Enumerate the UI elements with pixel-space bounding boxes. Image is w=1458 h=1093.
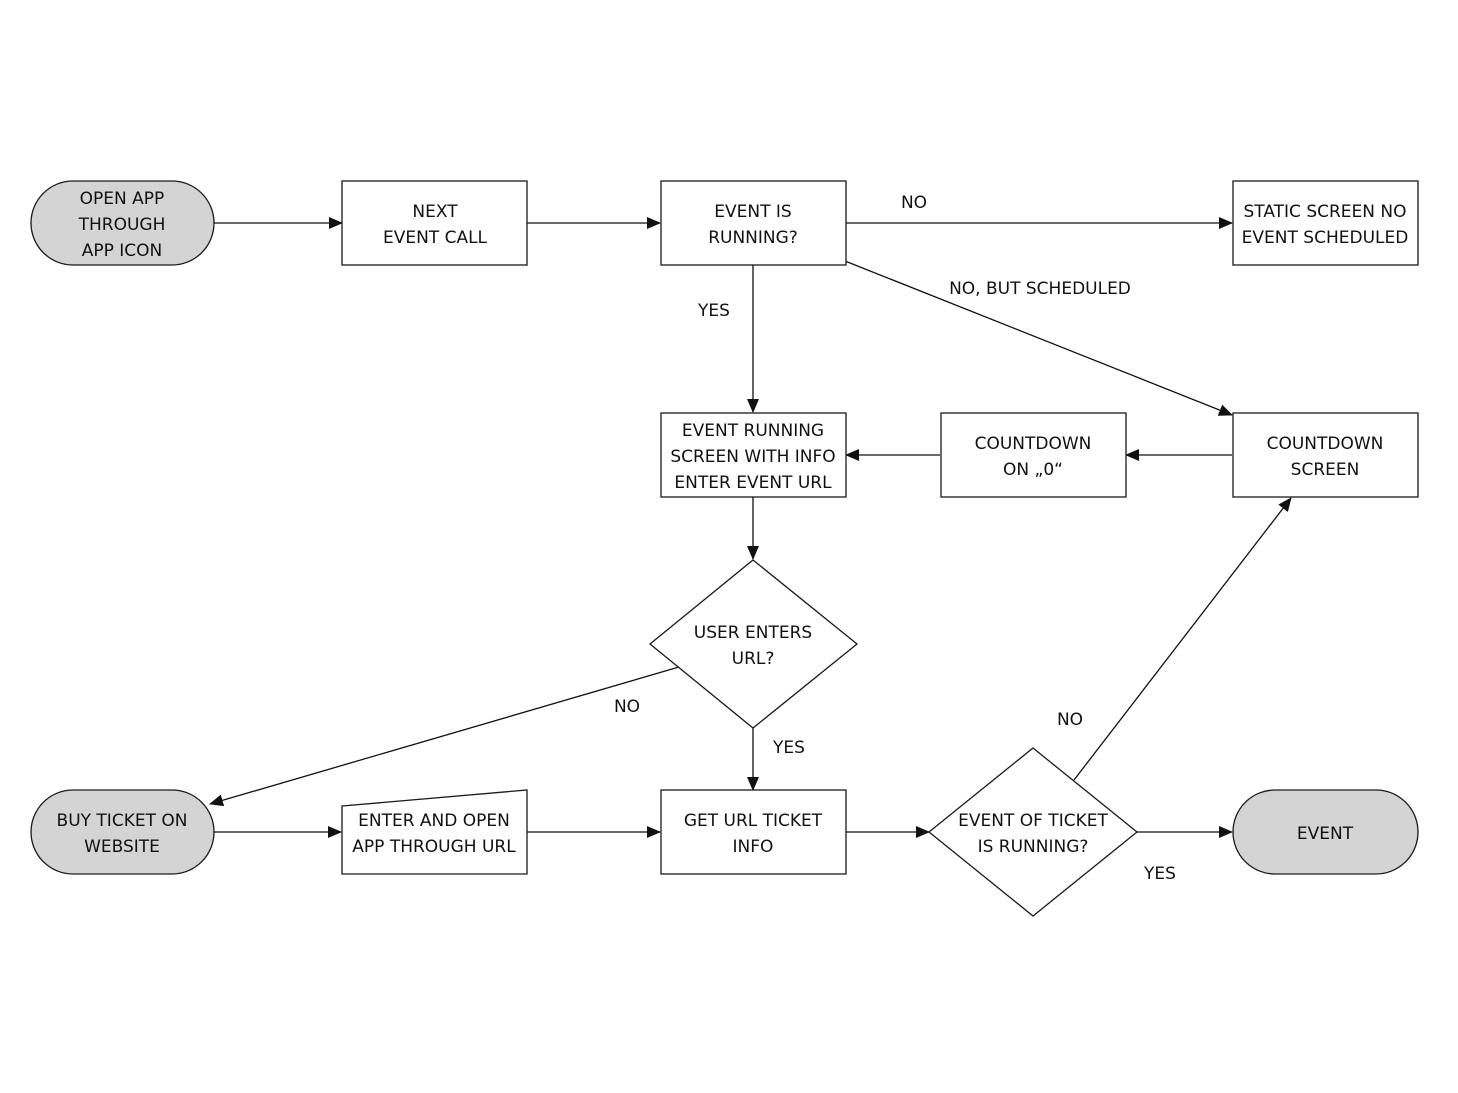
node-event-running-screen-line-3: ENTER EVENT URL xyxy=(674,473,832,493)
process-shape xyxy=(660,180,847,266)
process-shape xyxy=(1232,180,1419,266)
node-event-running-screen-line-2: SCREEN WITH INFO xyxy=(670,447,835,467)
terminal-shape xyxy=(30,180,215,266)
node-buy-ticket: BUY TICKET ON WEBSITE xyxy=(30,789,215,875)
edge-label-no-but-scheduled: NO, BUT SCHEDULED xyxy=(949,279,1131,299)
edge-labels: NO NO, BUT SCHEDULED YES NO YES NO YES xyxy=(614,193,1176,884)
node-get-url-ticket-info-line-1: GET URL TICKET xyxy=(684,811,823,831)
node-buy-ticket-line-2: WEBSITE xyxy=(84,837,160,857)
node-event-running-screen: EVENT RUNNING SCREEN WITH INFO ENTER EVE… xyxy=(660,412,847,498)
node-next-event-call: NEXT EVENT CALL xyxy=(341,180,528,266)
decision-shape xyxy=(648,559,859,729)
node-event-is-running-line-2: RUNNING? xyxy=(708,228,798,248)
edge-event-of-ticket-to-countdown-screen xyxy=(1073,497,1292,781)
manual-input-shape xyxy=(341,789,528,875)
process-shape xyxy=(660,789,847,875)
node-open-app-line-1: OPEN APP xyxy=(80,189,165,209)
node-event: EVENT xyxy=(1232,789,1419,875)
node-event-line-1: EVENT xyxy=(1297,824,1354,844)
node-event-of-ticket-running-line-1: EVENT OF TICKET xyxy=(958,811,1108,831)
node-enter-and-open-line-2: APP THROUGH URL xyxy=(352,837,516,857)
node-countdown-on-zero-line-1: COUNTDOWN xyxy=(975,434,1092,454)
node-open-app-line-3: APP ICON xyxy=(82,241,163,261)
node-static-screen-line-1: STATIC SCREEN NO xyxy=(1243,202,1406,222)
node-static-screen: STATIC SCREEN NO EVENT SCHEDULED xyxy=(1232,180,1419,266)
process-shape xyxy=(940,412,1127,498)
node-next-event-call-line-2: EVENT CALL xyxy=(383,228,488,248)
node-static-screen-line-2: EVENT SCHEDULED xyxy=(1242,228,1409,248)
node-user-enters-url-line-2: URL? xyxy=(732,649,775,669)
terminal-shape xyxy=(30,789,215,875)
decision-shape xyxy=(927,747,1139,917)
node-countdown-on-zero-line-2: ON „0“ xyxy=(1003,460,1063,480)
edge-label-no-buy-ticket: NO xyxy=(614,697,640,717)
edge-label-yes-running: YES xyxy=(697,301,730,321)
edge-user-enters-to-buy-ticket xyxy=(209,666,680,807)
node-open-app-line-2: THROUGH xyxy=(78,215,166,235)
process-shape xyxy=(1232,412,1419,498)
edge-label-yes-url: YES xyxy=(772,738,805,758)
edges xyxy=(209,217,1292,838)
node-countdown-on-zero: COUNTDOWN ON „0“ xyxy=(940,412,1127,498)
node-open-app: OPEN APP THROUGH APP ICON xyxy=(30,180,215,266)
node-user-enters-url-line-1: USER ENTERS xyxy=(694,623,812,643)
edge-label-yes-event: YES xyxy=(1143,864,1176,884)
edge-label-no-countdown: NO xyxy=(1057,710,1083,730)
node-get-url-ticket-info: GET URL TICKET INFO xyxy=(660,789,847,875)
node-countdown-screen-line-1: COUNTDOWN xyxy=(1267,434,1384,454)
node-event-running-screen-line-1: EVENT RUNNING xyxy=(682,421,824,441)
node-enter-and-open-line-1: ENTER AND OPEN xyxy=(358,811,510,831)
node-user-enters-url: USER ENTERS URL? xyxy=(648,559,859,729)
node-buy-ticket-line-1: BUY TICKET ON xyxy=(57,811,188,831)
node-next-event-call-line-1: NEXT xyxy=(412,202,458,222)
edge-label-no-static: NO xyxy=(901,193,927,213)
node-get-url-ticket-info-line-2: INFO xyxy=(733,837,774,857)
node-countdown-screen: COUNTDOWN SCREEN xyxy=(1232,412,1419,498)
node-event-is-running-line-1: EVENT IS xyxy=(714,202,791,222)
node-event-of-ticket-running-line-2: IS RUNNING? xyxy=(978,837,1089,857)
edge-event-running-to-countdown-screen xyxy=(844,260,1233,416)
process-shape xyxy=(660,412,847,498)
process-shape xyxy=(341,180,528,266)
node-event-is-running: EVENT IS RUNNING? xyxy=(660,180,847,266)
node-countdown-screen-line-2: SCREEN xyxy=(1291,460,1360,480)
node-enter-and-open: ENTER AND OPEN APP THROUGH URL xyxy=(341,789,528,875)
terminal-shape xyxy=(1232,789,1419,875)
node-event-of-ticket-running: EVENT OF TICKET IS RUNNING? xyxy=(927,747,1139,917)
